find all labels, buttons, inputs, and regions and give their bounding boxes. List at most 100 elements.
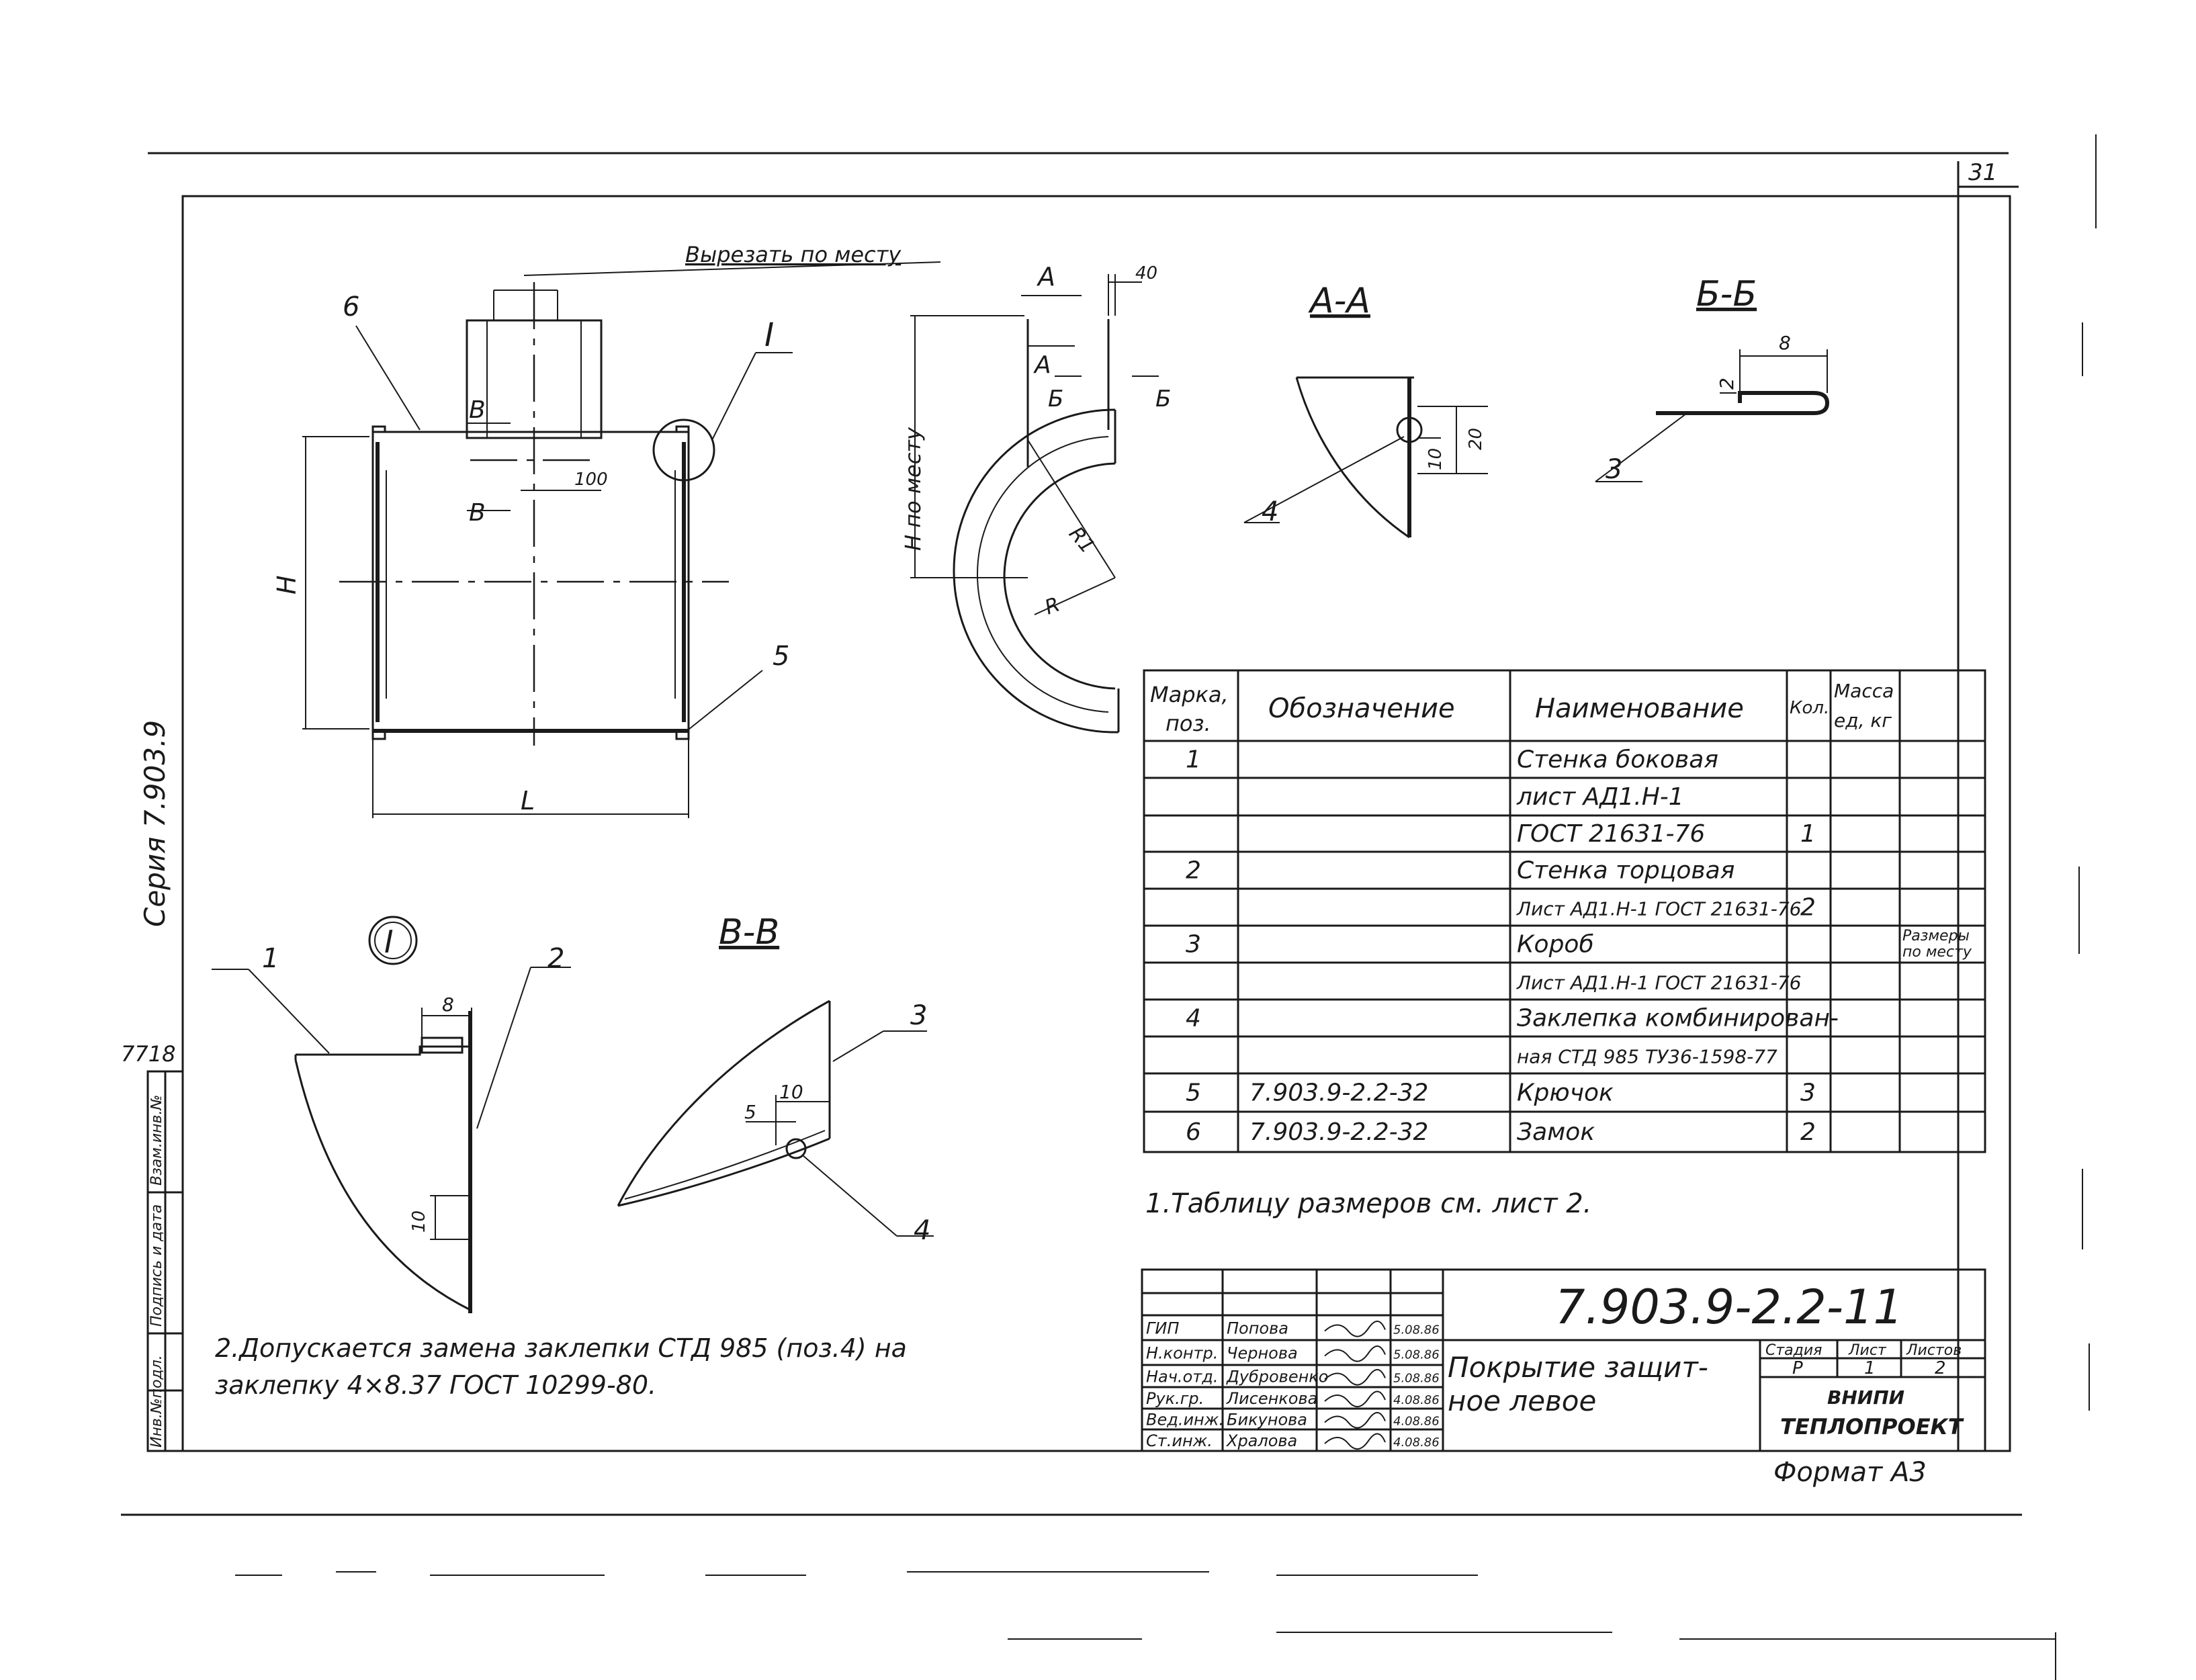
spec-header-name: Наименование [1535,693,1744,724]
spec-cell-r6-c3: Короб [1517,931,1594,959]
section-vv-dim-5: 5 [744,1101,756,1123]
staff-date-6: 4.08.86 [1393,1435,1440,1450]
side-radius-1: R1 [1064,523,1099,558]
section-bb-pos-3: 3 [1606,454,1622,485]
format-label: Формат А3 [1773,1457,1927,1488]
staff-name-1: Попова [1227,1319,1288,1338]
section-aa-dim-20: 20 [1466,428,1486,450]
spec-cell-r11-c3: Замок [1517,1118,1595,1146]
staff-date-1: 5.08.86 [1393,1323,1440,1337]
spec-cell-r11-c1: 6 [1186,1118,1201,1146]
spec-cell-r11-c2: 7.903.9-2.2-32 [1249,1118,1428,1146]
sheets-value: 2 [1935,1358,1946,1378]
section-vv-pos-3: 3 [910,1000,927,1031]
section-bb-title: Б-Б [1696,274,1757,314]
cut-note: Вырезать по месту [685,242,902,267]
spec-cell-r10-c1: 5 [1186,1079,1201,1107]
spec-table-header: Марка, поз. Обозначение Наименование Кол… [1150,680,1894,736]
signature-5 [1324,1412,1386,1429]
page-number: 31 [1968,159,1997,186]
side-mark-b-right: Б [1155,386,1171,412]
sheet-header: Лист [1848,1342,1887,1359]
note-2-line-1: 2.Допускается замена заклепки СТД 985 (п… [215,1333,907,1363]
spec-cell-r4-c3: Стенка торцовая [1517,857,1734,885]
side-mark-a-top: А [1036,262,1055,292]
staff-date-4: 4.08.86 [1393,1393,1440,1407]
staff-role-4: Рук.гр. [1146,1389,1204,1408]
spec-cell-r6-c1: 3 [1186,931,1201,959]
section-aa-pos-4: 4 [1262,496,1278,527]
section-vv-title: В-В [719,912,779,953]
signature-2 [1324,1345,1386,1362]
note-2-line-2: заклепку 4×8.37 ГОСТ 10299-80. [215,1370,656,1400]
side-radius: R [1042,592,1063,619]
staff-role-2: Н.контр. [1146,1344,1218,1363]
scan-marks [235,134,2097,1680]
section-vv-dim-10: 10 [779,1081,803,1103]
section-aa [1243,376,1488,539]
title-line-1: Покрытие защит- [1448,1351,1708,1384]
detail-1 [212,916,571,1313]
staff-name-5: Бикунова [1227,1411,1307,1429]
spec-cell-r4-c1: 2 [1186,857,1201,885]
section-aa-title: А-А [1308,281,1370,321]
staff-date-2: 5.08.86 [1393,1348,1440,1362]
staff-role-3: Нач.отд. [1146,1368,1218,1386]
staff-name-4: Лисенкова [1226,1389,1317,1408]
sheet-frame [121,152,2022,1516]
spec-header-mark-1: Марка, [1150,682,1229,707]
staff-date-3: 5.08.86 [1393,1372,1440,1386]
side-strip-row-1: Взам.инв.№ [148,1095,165,1186]
section-vv [617,1000,934,1237]
spec-cell-r3-c3: ГОСТ 21631-76 [1517,820,1705,848]
signature-4 [1324,1390,1386,1407]
signature-6 [1324,1433,1386,1450]
spec-cell-r8-c1: 4 [1186,1005,1201,1032]
staff-role-1: ГИП [1146,1319,1179,1338]
sheets-header: Листов [1906,1342,1962,1359]
series-label: Серия 7.903.9 [138,720,171,927]
side-dim-40: 40 [1135,263,1157,283]
spec-table-grid [1143,669,1986,1153]
main-dim-h: H [272,575,302,594]
spec-cell-r1-c3: Стенка боковая [1517,746,1718,774]
spec-cell-r9-c3: ная СТД 985 ТУ36-1598-77 [1517,1046,1777,1068]
spec-cell-r10-c4: 3 [1800,1079,1816,1107]
side-height-label: H по месту [900,427,926,551]
spec-header-mark-2: поз. [1166,711,1211,736]
main-view [302,261,941,818]
spec-cell-r7-c3: Лист АД1.Н-1 ГОСТ 21631-76 [1516,972,1801,994]
main-dim-l: L [521,786,535,815]
staff-name-6: Хралова [1225,1431,1297,1450]
title-block [1141,1268,1986,1452]
spec-cell-r11-c4: 2 [1800,1118,1816,1146]
main-section-b-bottom: В [469,499,486,527]
main-dim-100: 100 [574,470,608,490]
detail-1-dim-8: 8 [442,993,454,1016]
detail-1-pos-2: 2 [547,943,564,974]
spec-cell-r10-c3: Крючок [1517,1079,1614,1107]
spec-cell-r8-c3: Заклепка комбинирован- [1517,1005,1839,1032]
detail-1-dim-10: 10 [409,1210,429,1233]
staff-name-3: Дубровенко [1226,1368,1328,1386]
spec-header-mass-2: ед, кг [1834,709,1892,732]
spec-header-qty: Кол. [1790,698,1829,718]
main-section-b-top: В [469,396,486,424]
spec-header-mass-1: Масса [1834,680,1894,702]
spec-cell-r5-c3: Лист АД1.Н-1 ГОСТ 21631-76 [1516,898,1801,920]
doc-number: 7.903.9-2.2-11 [1555,1280,1903,1335]
spec-cell-r3-c4: 1 [1800,820,1816,848]
side-strip-row-2: Подпись и дата [148,1204,165,1327]
side-mark-a-mid: А [1033,351,1051,379]
org-line-1: ВНИПИ [1827,1386,1904,1409]
spec-cell-r1-c1: 1 [1186,746,1201,774]
spec-header-designation: Обозначение [1268,693,1455,724]
staff-role-6: Ст.инж. [1146,1431,1213,1450]
staff-name-2: Чернова [1227,1344,1298,1363]
main-pos-6: 6 [343,292,359,322]
spec-cell-r5-c4: 2 [1800,894,1816,922]
side-view [910,274,1159,734]
